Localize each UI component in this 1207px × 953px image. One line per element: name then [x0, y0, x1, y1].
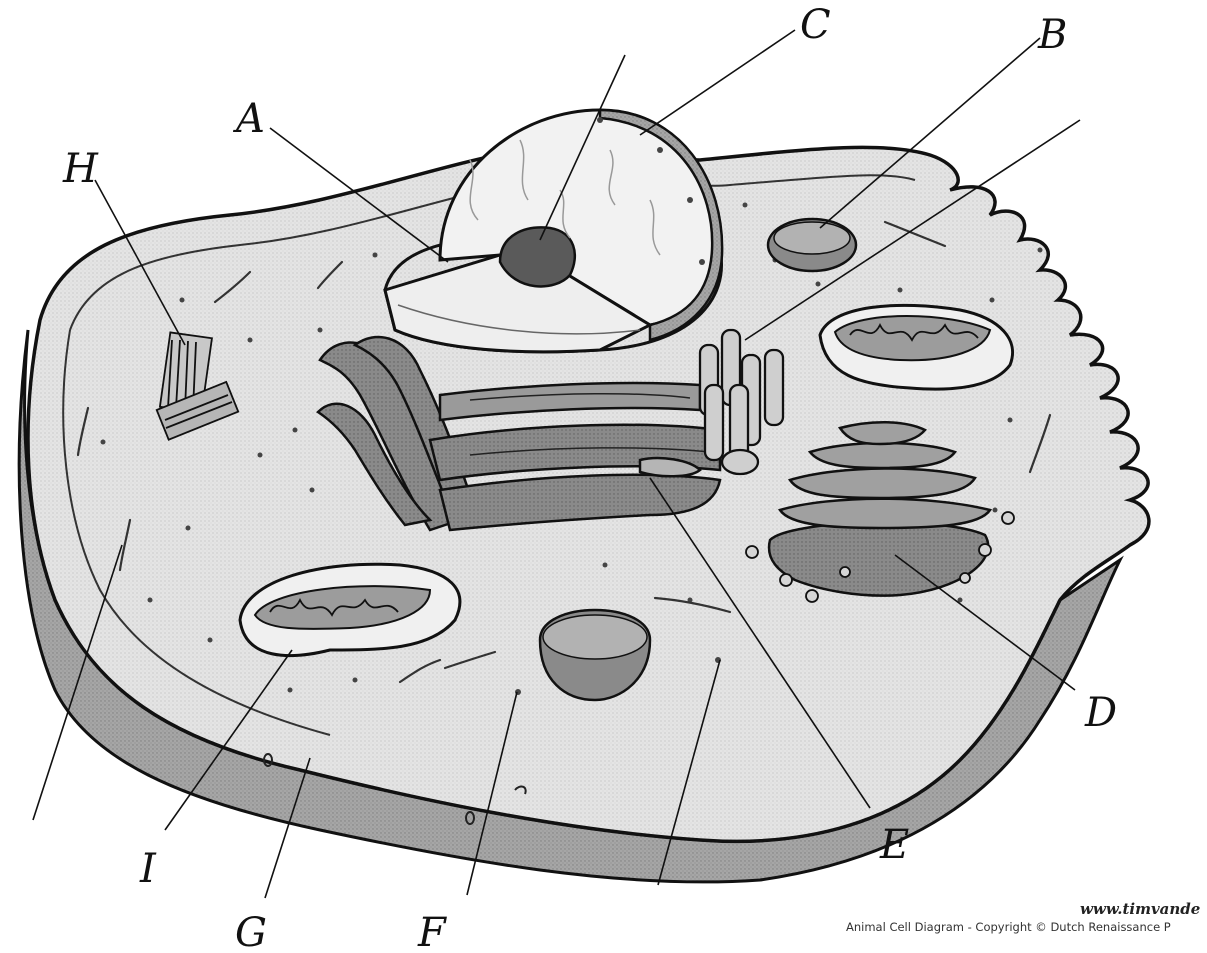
label-f: F [417, 910, 447, 953]
credit-copyright: Animal Cell Diagram - Copyright © Dutch … [846, 920, 1207, 934]
mitochondrion-right [820, 305, 1013, 389]
nucleolus [500, 227, 575, 286]
credit-website: www.timvande [1080, 900, 1207, 918]
leader-line-c [640, 30, 795, 135]
lysosome-upper [768, 219, 856, 271]
label-h: H [62, 146, 99, 192]
label-a: A [232, 96, 265, 142]
label-g: G [235, 910, 267, 953]
label-i: I [139, 846, 157, 892]
label-b: B [1037, 12, 1067, 58]
label-c: C [800, 2, 831, 48]
label-e: E [879, 822, 909, 868]
label-d: D [1084, 690, 1117, 736]
